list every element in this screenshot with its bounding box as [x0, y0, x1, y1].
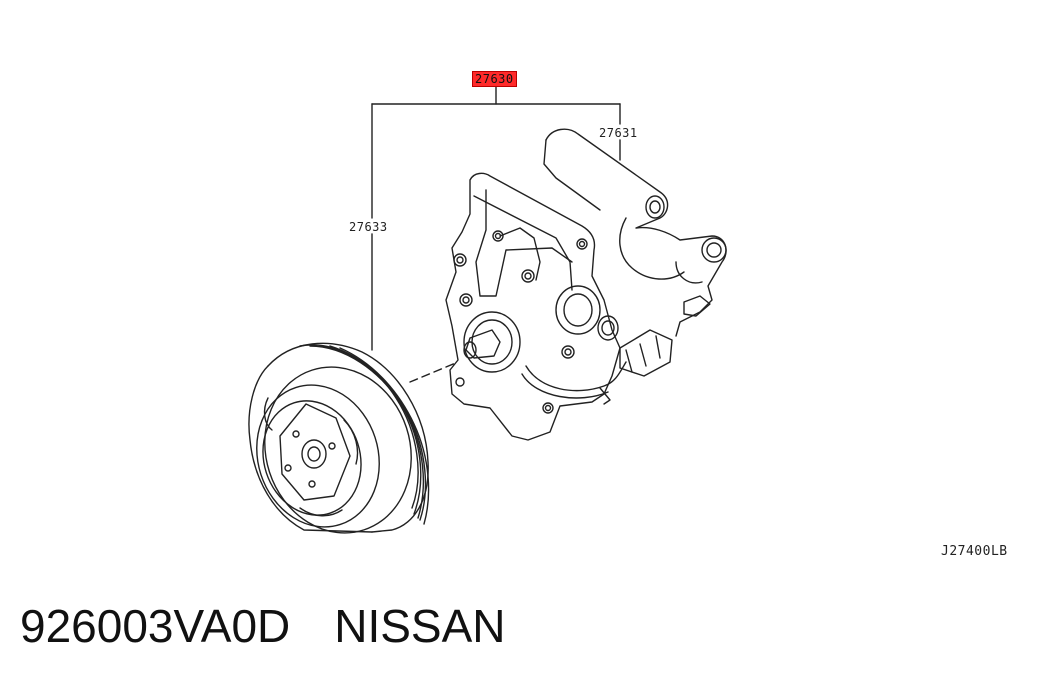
- compressor-drawing: [445, 128, 727, 441]
- leader-lines: [371, 83, 621, 383]
- part-caption: 926003VA0D NISSAN: [20, 596, 506, 656]
- brand-name: NISSAN: [334, 600, 506, 652]
- part-number: 926003VA0D: [20, 600, 291, 652]
- callout-clutch[interactable]: 27633: [349, 220, 388, 234]
- clutch-pulley-drawing: [248, 342, 430, 534]
- callout-compressor[interactable]: 27631: [599, 126, 638, 140]
- callout-assembly-highlighted[interactable]: 27630: [472, 71, 517, 87]
- figure-reference-code: J27400LB: [941, 544, 1008, 559]
